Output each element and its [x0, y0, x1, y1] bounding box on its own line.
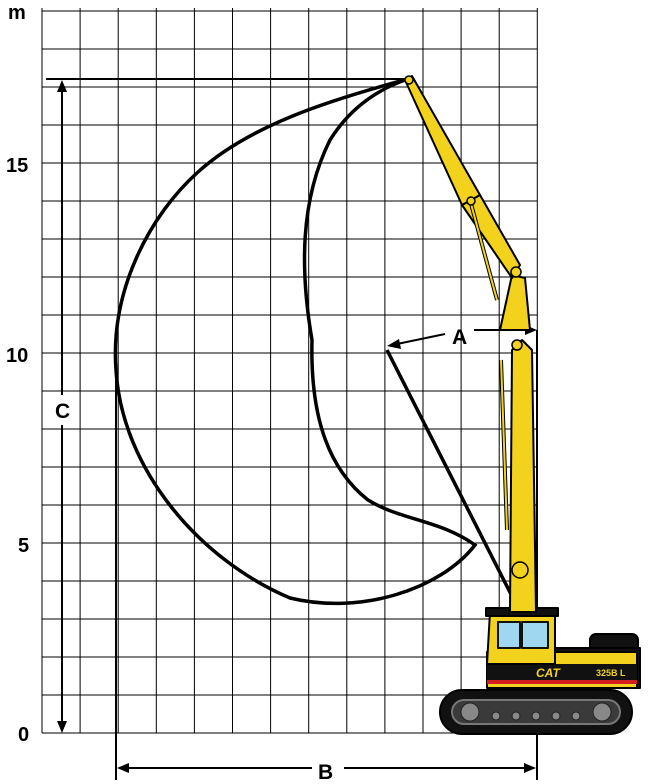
body-stripe-black — [487, 664, 637, 680]
cab-window-front — [497, 621, 521, 649]
dimension-a-line-left — [396, 333, 446, 345]
tick-label-10: 10 — [6, 345, 28, 367]
boom-lower — [509, 339, 537, 613]
reach-radius-line — [385, 349, 522, 613]
dimension-a-arrow-left — [387, 339, 401, 349]
body-stripe-red — [487, 680, 637, 684]
unit-label: m — [8, 2, 26, 24]
excavator-illustration: CAT 325B L — [404, 75, 641, 735]
dimension-b-arrow-left — [117, 763, 129, 773]
dimension-c-arrow-top — [57, 80, 67, 92]
boom-upper — [404, 75, 481, 206]
boom-cylinder-upper-rod — [469, 199, 498, 301]
model-badge: 325B L — [596, 668, 626, 678]
dimension-c-label: C — [55, 400, 70, 423]
tick-label-5: 5 — [18, 535, 29, 557]
boom-knuckle — [499, 274, 531, 331]
brand-badge: CAT — [536, 666, 561, 680]
dimension-a-label: A — [452, 326, 467, 349]
tick-label-0: 0 — [18, 724, 29, 746]
dimension-b-arrow-right — [524, 763, 536, 773]
boom-pins — [404, 75, 529, 579]
boom-cylinder-lower-rod — [500, 359, 508, 531]
tick-label-15: 15 — [6, 155, 28, 177]
dimension-c-arrow-bottom — [57, 721, 67, 733]
dimension-b-label: B — [318, 761, 333, 784]
cab-window-side — [521, 621, 549, 649]
track-rollers — [460, 702, 612, 722]
dimension-c — [46, 78, 408, 733]
outer-reach-envelope — [113, 77, 478, 606]
